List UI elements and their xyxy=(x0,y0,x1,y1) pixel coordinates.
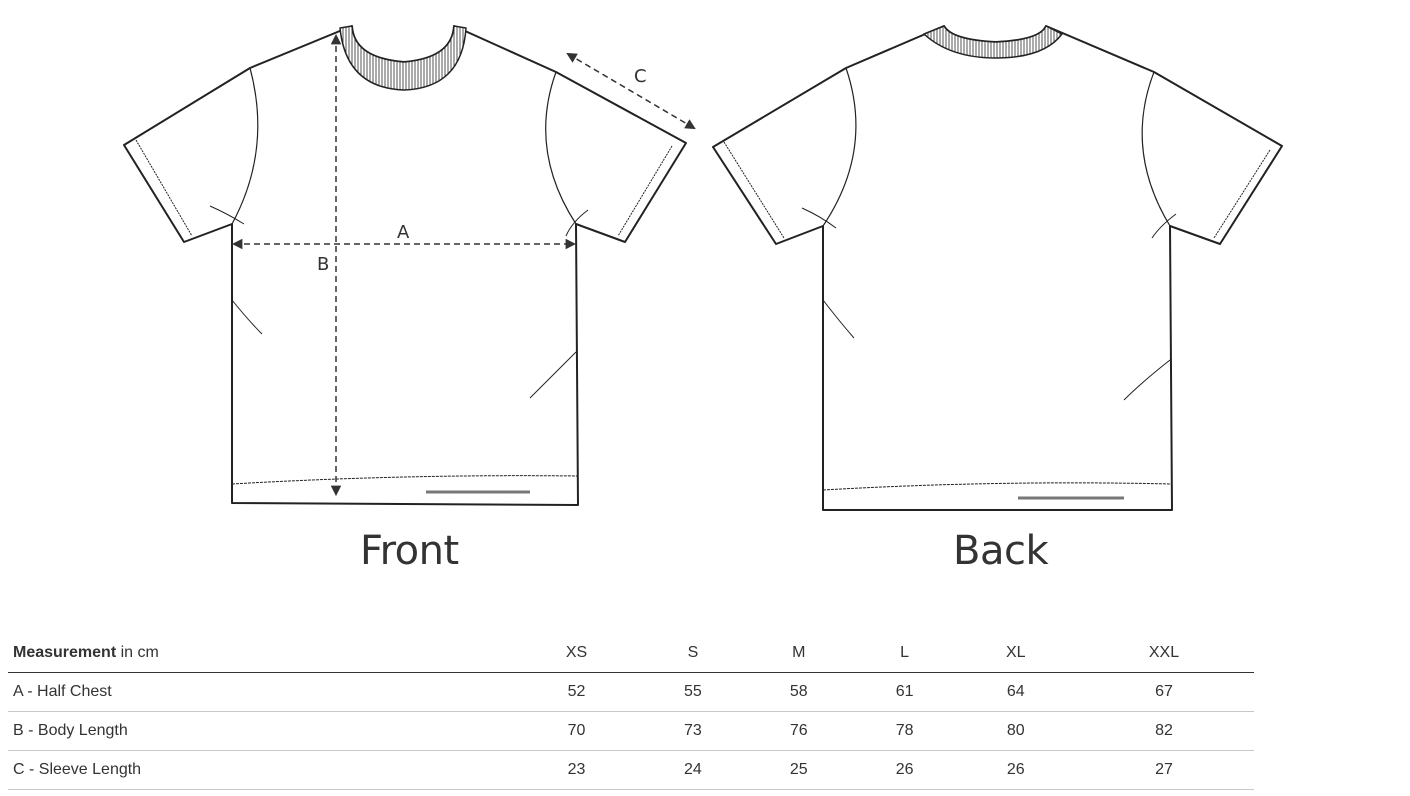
table-row: B - Body Length 70 73 76 78 80 82 xyxy=(8,712,1254,751)
table-cell: 55 xyxy=(684,683,702,700)
table-row: C - Sleeve Length 23 24 25 26 26 27 xyxy=(8,751,1254,790)
front-shirt-drawing xyxy=(123,25,687,506)
table-cell: 80 xyxy=(1006,722,1025,739)
table-cell: 26 xyxy=(1006,761,1025,778)
size-header-l: L xyxy=(900,644,910,661)
row-label: B - Body Length xyxy=(13,722,128,739)
dimension-label-b: B xyxy=(317,254,330,275)
table-row: A - Half Chest 52 55 58 61 64 67 xyxy=(8,673,1254,712)
back-shirt-drawing xyxy=(712,25,1283,511)
tshirt-illustration xyxy=(123,25,1283,511)
size-header-xl: XL xyxy=(1005,644,1026,661)
size-header-s: S xyxy=(687,644,699,661)
table-cell: 64 xyxy=(1006,683,1025,700)
table-cell: 73 xyxy=(684,722,702,739)
table-cell: 27 xyxy=(1155,761,1173,778)
measurement-header: Measurement in cm xyxy=(8,634,513,673)
size-header-xxl: XXL xyxy=(1148,644,1180,661)
back-caption: Back xyxy=(953,528,1049,574)
row-label: C - Sleeve Length xyxy=(13,761,142,778)
table-header-row: Measurement in cm XS S M L XL XXL xyxy=(8,634,1254,673)
size-header-m: M xyxy=(792,644,806,661)
measurement-header-unit: in cm xyxy=(116,644,159,661)
front-caption: Front xyxy=(360,528,459,574)
size-chart-table: Measurement in cm XS S M L XL XXL A - Ha… xyxy=(8,634,1254,790)
measurement-header-bold: Measurement xyxy=(13,644,117,661)
row-label: A - Half Chest xyxy=(13,683,112,700)
table-cell: 67 xyxy=(1155,683,1173,700)
table-cell: 25 xyxy=(789,761,808,778)
table-cell: 26 xyxy=(895,761,914,778)
table-cell: 58 xyxy=(789,683,808,700)
table-cell: 24 xyxy=(684,761,702,778)
dimension-label-a: A xyxy=(397,222,410,243)
dimension-label-c: C xyxy=(634,66,647,87)
table-cell: 76 xyxy=(789,722,808,739)
table-cell: 70 xyxy=(567,722,586,739)
table-cell: 82 xyxy=(1155,722,1173,739)
measurement-lines xyxy=(231,33,696,497)
table-cell: 61 xyxy=(895,683,914,700)
table-cell: 23 xyxy=(567,761,586,778)
table-cell: 52 xyxy=(567,683,586,700)
size-header-xs: XS xyxy=(565,644,588,661)
table-cell: 78 xyxy=(895,722,914,739)
